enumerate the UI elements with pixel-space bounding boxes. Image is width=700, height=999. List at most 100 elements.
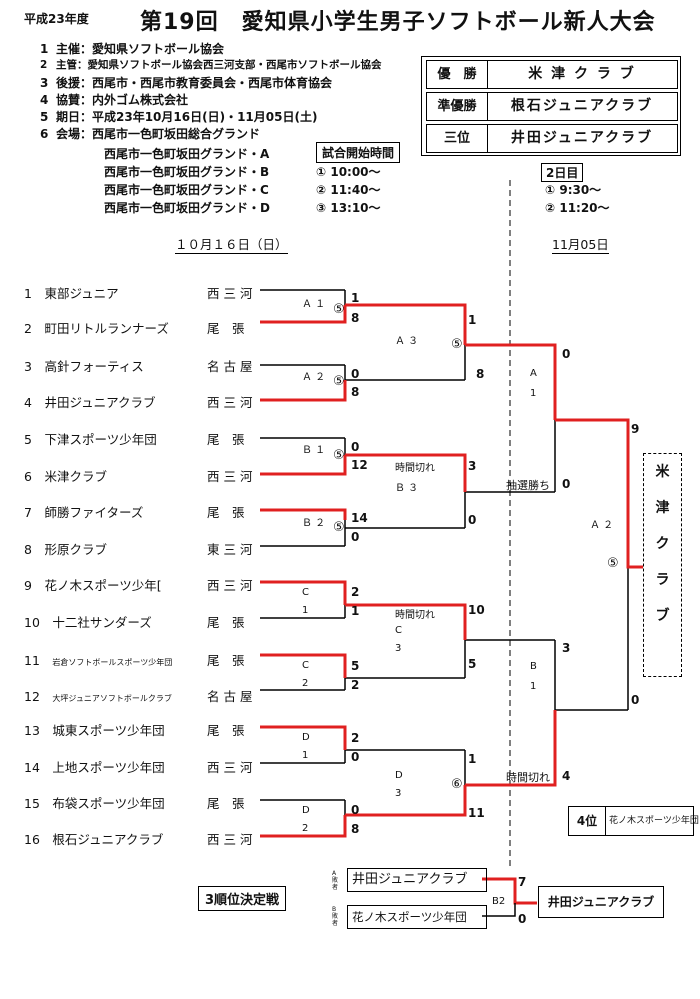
match-score: 5 [468, 657, 477, 671]
results-box: 優 勝 米 津 ク ラ ブ 準優勝 根石ジュニアクラブ 三位 井田ジュニアクラブ [421, 56, 681, 156]
match-slot: ⑥ [451, 777, 463, 792]
champion-box: 米 津 ク ラ ブ [643, 453, 682, 677]
match-label: 1 [530, 681, 537, 692]
match-score: 12 [351, 458, 368, 472]
match-label: 1 [302, 750, 309, 761]
match-label: 1 [302, 605, 309, 616]
match-score: 0 [351, 440, 360, 454]
day2-time-1: ① 9:30～ [545, 183, 602, 197]
match-score: 0 [631, 693, 640, 707]
result-team: 根石ジュニアクラブ [510, 98, 654, 114]
list-item: 3 高針フォーティス [24, 359, 144, 374]
day2-label: 2日目 [541, 163, 584, 182]
team-region: 尾 張 [207, 653, 245, 668]
list-item: 6 米津クラブ [24, 469, 107, 484]
match-score: 3 [468, 459, 477, 473]
list-item: 9 花ノ木スポーツ少年[ [24, 578, 162, 593]
match-label: C [302, 587, 309, 598]
match-slot: ⑤ [451, 337, 463, 352]
match-slot: ⑤ [333, 520, 345, 535]
match-score: 10 [468, 603, 485, 617]
list-item: 13 城東スポーツ少年団 [24, 723, 165, 738]
list-item: 16 根石ジュニアクラブ [24, 832, 164, 847]
era-label: 平成23年度 [24, 12, 89, 26]
champion-char: ブ [655, 608, 670, 624]
match-label: Ｂ ３ [395, 483, 419, 494]
match-label: D [395, 770, 403, 781]
match-score: 8 [351, 822, 360, 836]
match-score: 2 [351, 678, 360, 692]
match-label: Ｂ １ [302, 445, 326, 456]
match-score: 0 [518, 912, 527, 926]
match-score: 1 [351, 291, 360, 305]
match-score: 7 [518, 875, 527, 889]
page-title: 第19回 愛知県小学生男子ソフトボール新人大会 [140, 10, 656, 35]
third-team-b: 花ノ木スポーツ少年団 [347, 905, 487, 929]
match-label: 1 [530, 388, 537, 399]
match-label: 3 [395, 788, 402, 799]
third-team-a: 井田ジュニアクラブ [347, 868, 487, 892]
match-score: 8 [476, 367, 485, 381]
result-rank: 三位 [427, 125, 488, 152]
match-slot: ⑤ [607, 556, 619, 571]
match-score: 0 [562, 347, 571, 361]
match-score: 3 [562, 641, 571, 655]
team-region: 西 三 河 [207, 469, 253, 484]
team-region: 尾 張 [207, 723, 245, 738]
match-score: 2 [351, 731, 360, 745]
match-score: 0 [351, 803, 360, 817]
list-item: 12 大坪ジュニアソフトボールクラブ [24, 689, 172, 704]
result-rank: 優 勝 [427, 61, 488, 88]
team-region: 西 三 河 [207, 760, 253, 775]
match-label: 2 [302, 678, 309, 689]
ground-b: 西尾市一色町坂田グランド・B [104, 165, 270, 179]
day1-date: １０月１６日（日） [175, 234, 288, 254]
match-score: 0 [562, 477, 571, 491]
match-score: 0 [351, 367, 360, 381]
day1-time-1: ① 10:00～ [316, 165, 381, 179]
loser-a-label: A敗者 [332, 870, 339, 891]
list-item: 14 上地スポーツ少年団 [24, 760, 165, 775]
match-label: C [302, 660, 309, 671]
team-region: 尾 張 [207, 432, 245, 447]
list-item: 15 布袋スポーツ少年団 [24, 796, 165, 811]
list-item: 8 形原クラブ [24, 542, 107, 557]
match-score: 5 [351, 659, 360, 673]
team-region: 尾 張 [207, 796, 245, 811]
result-rank: 準優勝 [427, 93, 488, 120]
champion-char: ラ [655, 572, 670, 588]
champion-char: ク [655, 536, 670, 552]
match-label: B [530, 661, 537, 672]
match-score: 4 [562, 769, 571, 783]
match-score: 14 [351, 511, 368, 525]
team-region: 西 三 河 [207, 286, 253, 301]
third-place-winner: 井田ジュニアクラブ [538, 886, 664, 918]
result-team: 井田ジュニアクラブ [510, 130, 654, 146]
start-time-label: 試合開始時間 [316, 142, 401, 163]
match-note: 抽選勝ち [506, 479, 550, 492]
ground-a: 西尾市一色町坂田グランド・A [104, 147, 270, 161]
day1-time-3: ③ 13:10～ [316, 201, 381, 215]
match-score: 8 [351, 311, 360, 325]
day2-date: 11月05日 [552, 234, 609, 254]
list-item: 5 下津スポーツ少年団 [24, 432, 157, 447]
match-slot: ⑤ [333, 448, 345, 463]
team-region: 名 古 屋 [207, 359, 253, 374]
match-note: 時間切れ [506, 771, 550, 784]
match-label: D [302, 805, 310, 816]
team-region: 尾 張 [207, 615, 245, 630]
team-region: 西 三 河 [207, 578, 253, 593]
match-note: 時間切れ [395, 463, 435, 474]
third-place-title: 3順位決定戦 [198, 886, 287, 911]
ground-c: 西尾市一色町坂田グランド・C [104, 183, 269, 197]
match-score: 0 [351, 530, 360, 544]
match-label: D [302, 732, 310, 743]
loser-b-label: B敗者 [332, 906, 339, 927]
team-region: 名 古 屋 [207, 689, 253, 704]
match-score: 1 [468, 752, 477, 766]
fourth-place-box: 4位 花ノ木スポーツ少年団 [568, 806, 699, 836]
result-row: 優 勝 米 津 ク ラ ブ [426, 60, 678, 89]
